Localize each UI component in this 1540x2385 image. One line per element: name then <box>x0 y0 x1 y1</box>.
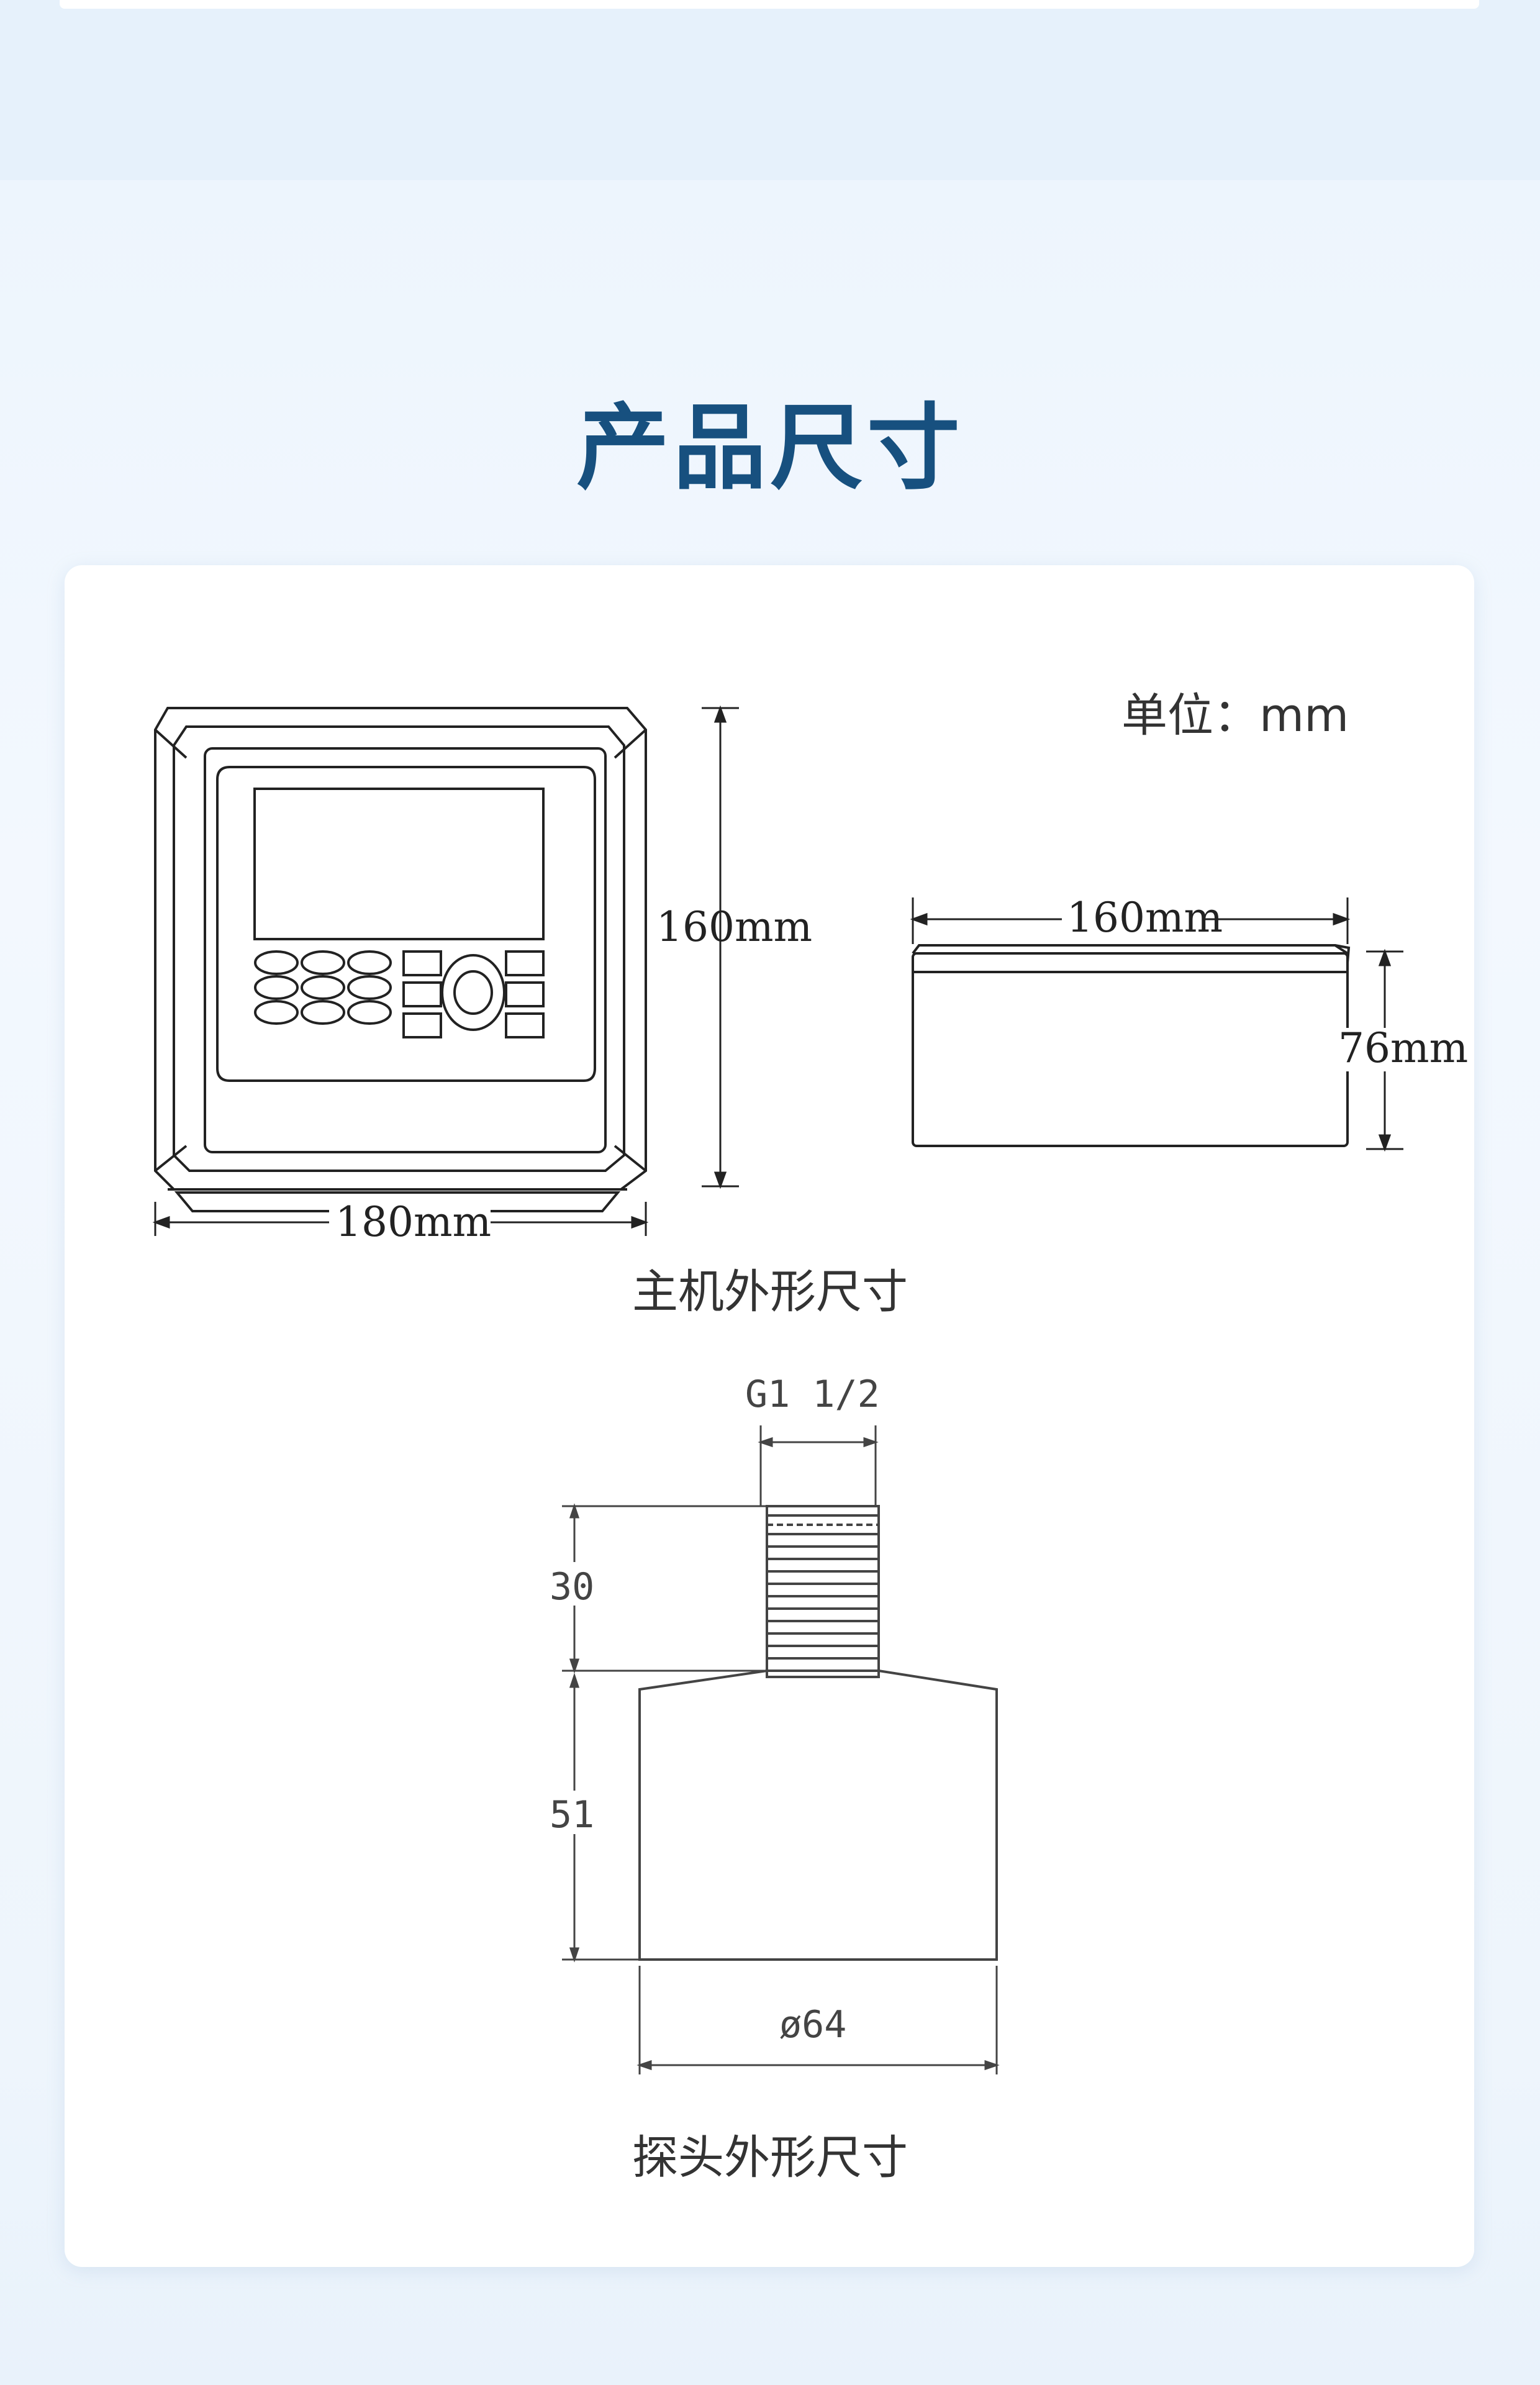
host-side-height-label: 76mm <box>1338 1024 1468 1072</box>
probe-caption: 探头外形尺寸 <box>632 2131 908 2184</box>
host-keypad <box>254 950 545 1038</box>
probe-body <box>638 1670 998 1961</box>
dimension-card <box>65 565 1474 2267</box>
host-front-height-label: 160mm <box>656 903 812 951</box>
probe-body-height-label: 51 <box>550 1793 594 1837</box>
host-outer-frame <box>154 707 647 1191</box>
host-front-view-drawing: 160mm 180mm <box>152 705 812 1246</box>
probe-thread <box>766 1505 880 1678</box>
host-caption: 主机外形尺寸 <box>632 1265 908 1319</box>
host-side-view-drawing: 160mm 76mm <box>910 894 1468 1152</box>
probe-dimension-lines <box>562 1425 1000 2074</box>
host-panel <box>216 766 596 1082</box>
unit-label: 单位：mm <box>1121 689 1349 742</box>
probe-diameter-label: ø64 <box>779 2003 846 2047</box>
host-side-width-label: 160mm <box>1067 894 1223 942</box>
previous-section-edge <box>60 0 1479 9</box>
section-title: 产品尺寸 <box>576 394 964 502</box>
probe-thread-label: G1 1/2 <box>745 1373 880 1416</box>
host-front-width-label: 180mm <box>335 1198 491 1246</box>
probe-thread-length-label: 30 <box>550 1565 594 1609</box>
top-band <box>0 0 1540 180</box>
host-bezel <box>173 725 625 1172</box>
probe-drawing: G1 1/2 30 51 ø64 <box>540 1373 1000 2074</box>
host-side-body <box>912 952 1349 1147</box>
host-screen <box>253 788 545 940</box>
